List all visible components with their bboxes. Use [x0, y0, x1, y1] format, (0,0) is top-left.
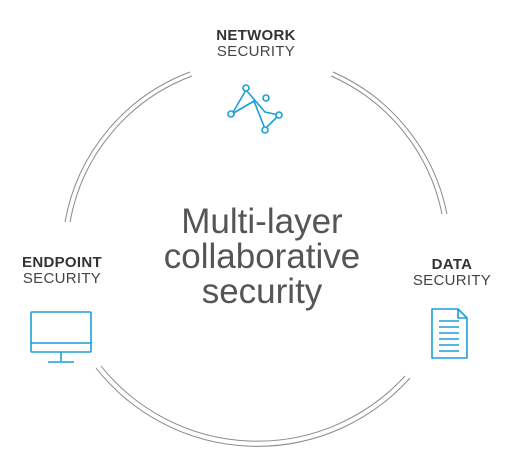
- endpoint-label-light: SECURITY: [22, 269, 102, 287]
- network-label-bold: NETWORK: [216, 27, 296, 44]
- network-security-label: NETWORK SECURITY: [206, 28, 306, 60]
- endpoint-label-bold: ENDPOINT: [22, 254, 102, 271]
- data-label-light: SECURITY: [412, 271, 492, 289]
- center-title-line1: Multi-layer: [181, 202, 343, 241]
- ring-arc-bottom: [95, 365, 411, 447]
- center-title: Multi-layer collaborative security: [130, 204, 394, 309]
- endpoint-security-label: ENDPOINT SECURITY: [10, 255, 114, 287]
- center-title-line2: collaborative: [163, 237, 361, 276]
- data-security-label: DATA SECURITY: [402, 257, 502, 289]
- ring-arc-top-left: [64, 71, 193, 223]
- data-label-bold: DATA: [431, 256, 473, 273]
- ring-arc-top-right: [330, 71, 448, 215]
- network-label-light: SECURITY: [216, 42, 296, 60]
- monitor-icon: [30, 311, 92, 363]
- network-nodes-icon: [227, 84, 283, 134]
- document-icon: [431, 308, 468, 359]
- center-title-line3: security: [201, 272, 323, 311]
